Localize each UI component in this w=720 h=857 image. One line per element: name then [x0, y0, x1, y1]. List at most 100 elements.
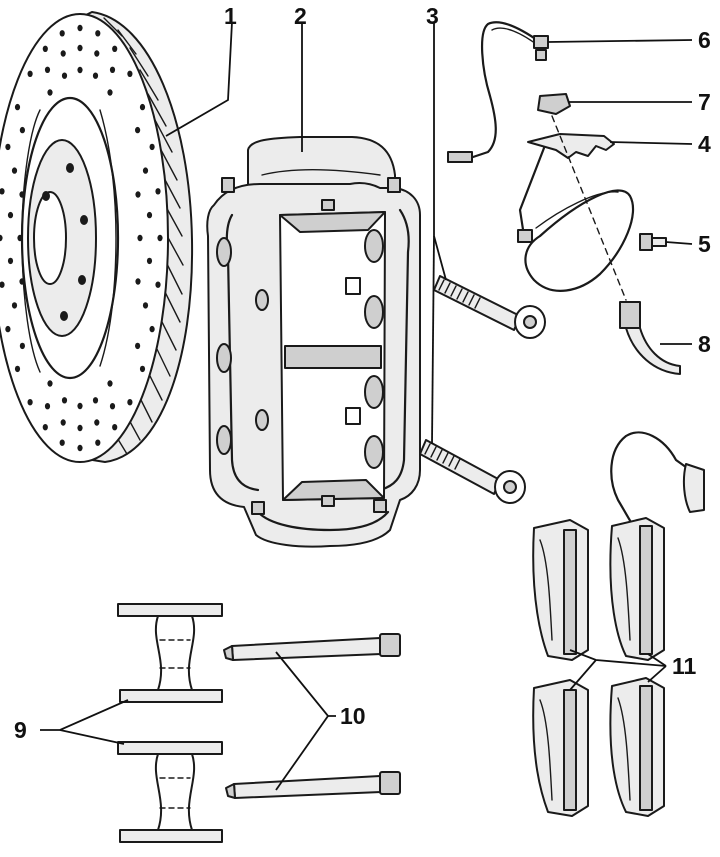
brake-pads — [532, 431, 705, 817]
drill-hole — [142, 167, 149, 174]
drill-hole — [77, 66, 83, 74]
drill-hole — [14, 365, 21, 373]
caliper-mounting-bolts — [419, 275, 546, 504]
drill-hole — [0, 188, 5, 195]
drill-hole — [47, 89, 53, 96]
drill-hole — [5, 143, 11, 151]
drill-hole — [127, 399, 133, 406]
drill-hole — [77, 424, 83, 432]
drill-hole — [5, 325, 11, 333]
caliper-bleed-screws — [221, 177, 401, 515]
drill-hole — [137, 234, 143, 242]
drill-hole — [77, 444, 83, 452]
drill-hole — [19, 342, 25, 350]
brake-pad-lower-left — [532, 679, 589, 817]
drill-hole — [27, 399, 33, 406]
brake-pad-upper-right — [609, 517, 665, 661]
callout-6: 6 — [698, 27, 711, 53]
drill-hole — [107, 89, 113, 96]
drill-hole — [77, 402, 83, 410]
callout-leaders — [40, 21, 693, 791]
drill-hole — [149, 325, 155, 333]
drill-hole — [155, 281, 161, 288]
disc-vent-fins — [103, 17, 184, 455]
drill-hole — [0, 234, 3, 242]
drill-hole — [94, 419, 100, 426]
drill-hole — [127, 70, 133, 78]
mounting-bolt-upper — [433, 275, 546, 339]
drill-hole — [17, 234, 23, 242]
hose-bracket — [527, 133, 615, 159]
callout-numbers: 1 2 3 4 5 6 7 8 9 10 11 — [14, 3, 711, 743]
callout-2: 2 — [294, 3, 307, 29]
callout-1: 1 — [224, 3, 237, 29]
drill-hole — [61, 72, 68, 79]
pad-wear-sensor — [610, 431, 705, 550]
drill-hole — [92, 397, 99, 404]
drill-hole — [107, 380, 113, 387]
drill-hole — [135, 342, 141, 350]
drill-hole — [11, 167, 18, 174]
drill-hole — [77, 24, 83, 32]
drill-hole — [27, 70, 33, 78]
disc-cross-drill-holes — [0, 24, 163, 452]
drill-hole — [0, 281, 5, 288]
drill-hole — [11, 302, 18, 309]
caliper-pistons — [364, 229, 384, 469]
callout-9: 9 — [14, 717, 27, 743]
drill-hole — [155, 188, 161, 195]
drill-hole — [94, 50, 100, 57]
drill-hole — [112, 424, 118, 431]
drill-hole — [7, 257, 14, 265]
banjo-fitting — [533, 35, 549, 61]
drill-hole — [146, 211, 153, 219]
caliper-bosses — [216, 237, 269, 455]
drill-hole — [14, 103, 21, 111]
drill-hole — [139, 103, 146, 111]
retaining-pin-upper — [223, 633, 401, 661]
drill-hole — [44, 66, 51, 74]
brake-disc — [0, 11, 194, 463]
mounting-bolt-lower — [419, 439, 526, 504]
drill-hole — [95, 439, 101, 446]
drill-hole — [149, 143, 155, 151]
drill-hole — [109, 403, 116, 410]
retaining-pin-lower — [225, 771, 401, 799]
brake-caliper — [206, 136, 421, 548]
callout-5: 5 — [698, 231, 711, 257]
drill-hole — [142, 302, 149, 309]
anti-rattle-spring-lower — [117, 741, 223, 843]
drill-hole — [44, 403, 51, 410]
drill-hole — [135, 191, 141, 198]
drill-hole — [42, 424, 48, 431]
drill-hole — [135, 278, 141, 285]
brake-pad-upper-left — [532, 519, 589, 661]
drill-hole — [135, 126, 141, 134]
brake-line-end-fitting — [447, 151, 473, 163]
drill-hole — [112, 45, 118, 52]
drill-hole — [61, 397, 68, 404]
drill-hole — [47, 380, 53, 387]
drill-hole — [92, 72, 99, 79]
drill-hole — [60, 419, 66, 426]
anti-rattle-springs — [117, 603, 223, 843]
brake-hose-assembly — [447, 21, 681, 375]
drill-hole — [109, 66, 116, 74]
drill-hole — [146, 257, 153, 265]
callout-10: 10 — [340, 703, 366, 729]
bracket-bolt — [639, 233, 667, 251]
anti-rattle-spring-upper — [117, 603, 223, 703]
drill-hole — [59, 439, 65, 446]
callout-7: 7 — [698, 89, 711, 115]
callout-4: 4 — [698, 131, 711, 157]
retaining-clip — [537, 93, 571, 115]
drill-hole — [42, 45, 48, 52]
drill-hole — [19, 126, 25, 134]
drill-hole — [59, 30, 65, 37]
callout-3: 3 — [426, 3, 439, 29]
drill-hole — [77, 44, 83, 52]
disc-lug-holes — [42, 163, 88, 321]
drill-hole — [139, 365, 146, 373]
